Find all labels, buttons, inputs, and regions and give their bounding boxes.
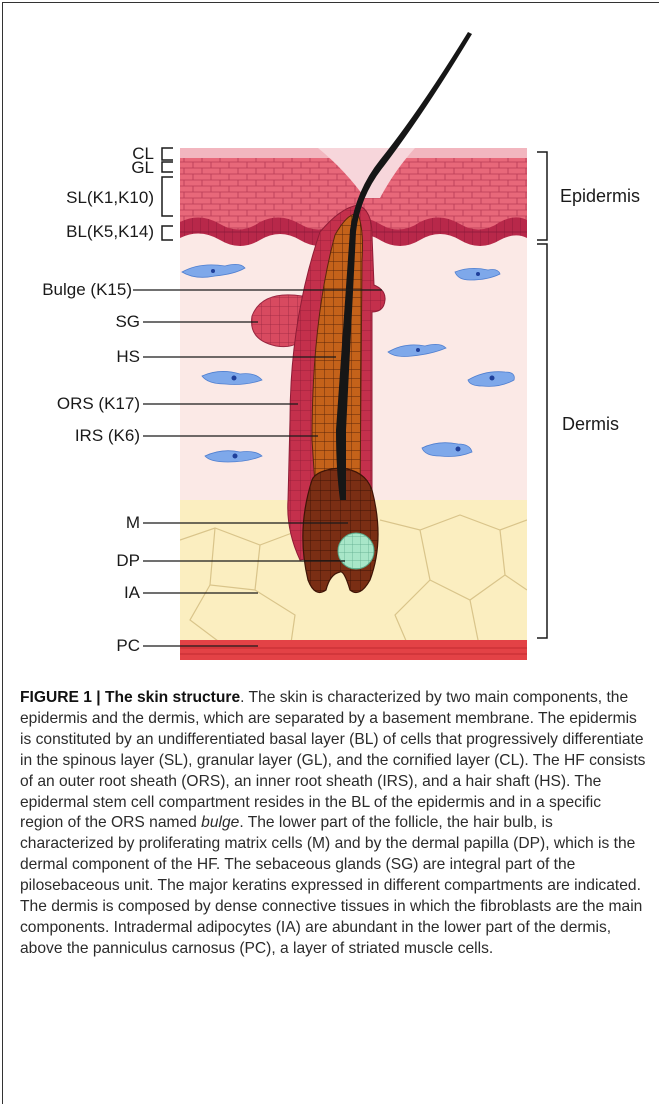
label-bulge: Bulge (K15) [42, 280, 132, 300]
figure-caption: FIGURE 1 | The skin structure. The skin … [20, 688, 648, 960]
label-m: M [126, 513, 140, 533]
label-irs: IRS (K6) [75, 426, 140, 446]
muscle-layer [180, 640, 527, 660]
caption-text-1: . The skin is characterized by two main … [20, 689, 645, 831]
dermal-papilla [338, 533, 374, 569]
region-dermis: Dermis [562, 414, 619, 435]
label-ia: IA [124, 583, 140, 603]
layer-brackets [162, 148, 173, 240]
skin-structure-illustration [0, 0, 662, 680]
caption-bulge-word: bulge [201, 814, 239, 831]
label-dp: DP [116, 551, 140, 571]
label-ors: ORS (K17) [57, 394, 140, 414]
label-sl: SL(K1,K10) [66, 188, 154, 208]
label-pc: PC [116, 636, 140, 656]
region-epidermis: Epidermis [560, 186, 640, 207]
label-bl: BL(K5,K14) [66, 222, 154, 242]
label-sg: SG [115, 312, 140, 332]
label-gl: GL [131, 158, 154, 178]
region-brackets [537, 152, 547, 638]
figure-label: FIGURE 1 | The skin structure [20, 689, 240, 706]
caption-text-2: . The lower part of the follicle, the ha… [20, 814, 642, 956]
label-hs: HS [116, 347, 140, 367]
